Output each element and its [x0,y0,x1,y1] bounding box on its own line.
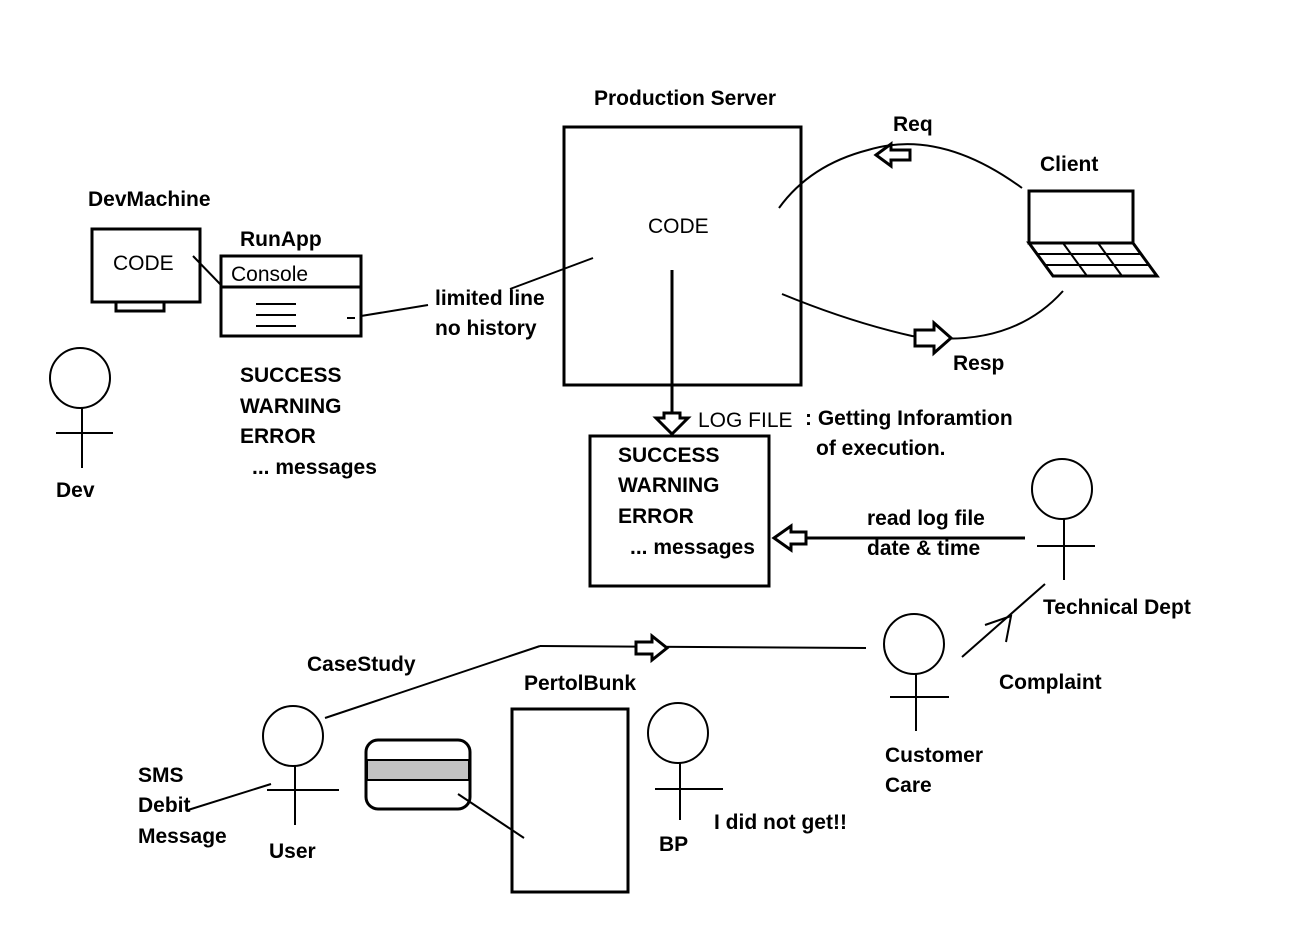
console-message-warning: WARNING [240,395,342,418]
bp-speech: I did not get!! [714,811,847,834]
card-to-pump-line [457,793,525,839]
laptop-key-col-2 [1097,242,1123,277]
response-label: Resp [953,352,1004,375]
case-arrow-icon [634,632,670,664]
console-note-line-1: limited line [435,287,545,310]
log-file-box [588,434,771,588]
customer-care-label-line-1: Customer [885,744,983,767]
dev-machine-code-text: CODE [113,252,174,275]
console-label: Console [231,263,308,286]
client: Client [1026,153,1160,278]
customer-care-head [883,613,945,675]
sms-note-line-2: Debit [138,794,191,817]
run-app: RunApp Console [219,228,363,338]
console-note-pointer [360,304,429,317]
dev-machine: DevMachine CODE [88,188,211,313]
customer-care-actor: Customer Care [883,613,983,797]
console-message-error: ERROR [240,425,316,448]
log-file-note-line-1: : Getting Inforamtion [805,407,1013,430]
console-note-line-2: no history [435,317,537,340]
read-log-note-line-2: date & time [867,537,980,560]
laptop-key-col-1 [1062,242,1088,277]
client-label: Client [1040,153,1098,176]
request-arrow-icon [873,141,912,169]
log-file-note: : Getting Inforamtion of execution. [805,407,1013,460]
dev-actor: Dev [49,347,113,502]
debit-card-icon [364,738,472,811]
request-label: Req [893,113,933,136]
sms-pointer-line [187,783,272,811]
dev-machine-stand [114,300,166,313]
sms-note-line-1: SMS [138,764,184,787]
console-note: limited line no history [435,287,545,340]
card-stripe [366,759,470,781]
read-log-arrow-icon [771,523,808,553]
production-server: Production Server CODE [562,87,803,387]
response-arrow-icon [913,319,954,357]
console-message-more: ... messages [252,456,377,479]
log-message-warning: WARNING [618,474,720,497]
case-to-customer-care-line [539,645,867,649]
request-curve [778,143,1023,209]
log-file-note-line-2: of execution. [816,437,946,460]
production-server-label: Production Server [594,87,776,110]
user-label: User [269,840,316,863]
dev-actor-label: Dev [56,479,95,502]
dev-actor-head [49,347,111,409]
response-curve [781,290,1064,340]
user-head [262,705,324,767]
customer-care-label-line-2: Care [885,774,932,797]
log-message-success: SUCCESS [618,444,720,467]
read-log-note-line-1: read log file [867,507,985,530]
sms-note-line-3: Message [138,825,227,848]
case-study-label: CaseStudy [307,653,416,676]
production-server-box [562,125,803,387]
run-app-label: RunApp [240,228,322,251]
complaint-arrowhead-icon [984,614,1013,643]
technical-dept-head [1031,458,1093,520]
console-window [219,254,363,338]
log-file-label: LOG FILE [698,409,793,432]
petrol-bunk-box [510,707,630,894]
bp-label: BP [659,833,688,856]
technical-dept-label: Technical Dept [1043,596,1191,619]
technical-dept-actor: Technical Dept [1031,458,1191,619]
server-note-pointer [509,257,594,290]
production-server-code-text: CODE [648,215,709,238]
log-down-arrow-icon [652,411,692,437]
petrol-bunk: PertolBunk [510,672,636,894]
read-log-note: read log file date & time [867,507,985,560]
laptop-screen [1027,189,1135,245]
petrol-bunk-label: PertolBunk [524,672,636,695]
complaint-line [961,583,1046,658]
user-to-case-line [324,645,541,719]
sms-note: SMS Debit Message [138,764,227,848]
console-messages: SUCCESS WARNING ERROR ... messages [240,364,377,479]
user-actor: User [262,705,339,863]
console-message-success: SUCCESS [240,364,342,387]
laptop-keyboard [1026,241,1160,278]
dev-to-console-line [192,255,222,286]
dev-machine-label: DevMachine [88,188,211,211]
log-message-error: ERROR [618,505,694,528]
log-message-more: ... messages [630,536,755,559]
complaint-label: Complaint [999,671,1102,694]
bp-actor: BP [647,702,723,856]
bp-head [647,702,709,764]
log-file-messages: SUCCESS WARNING ERROR ... messages [618,444,755,559]
